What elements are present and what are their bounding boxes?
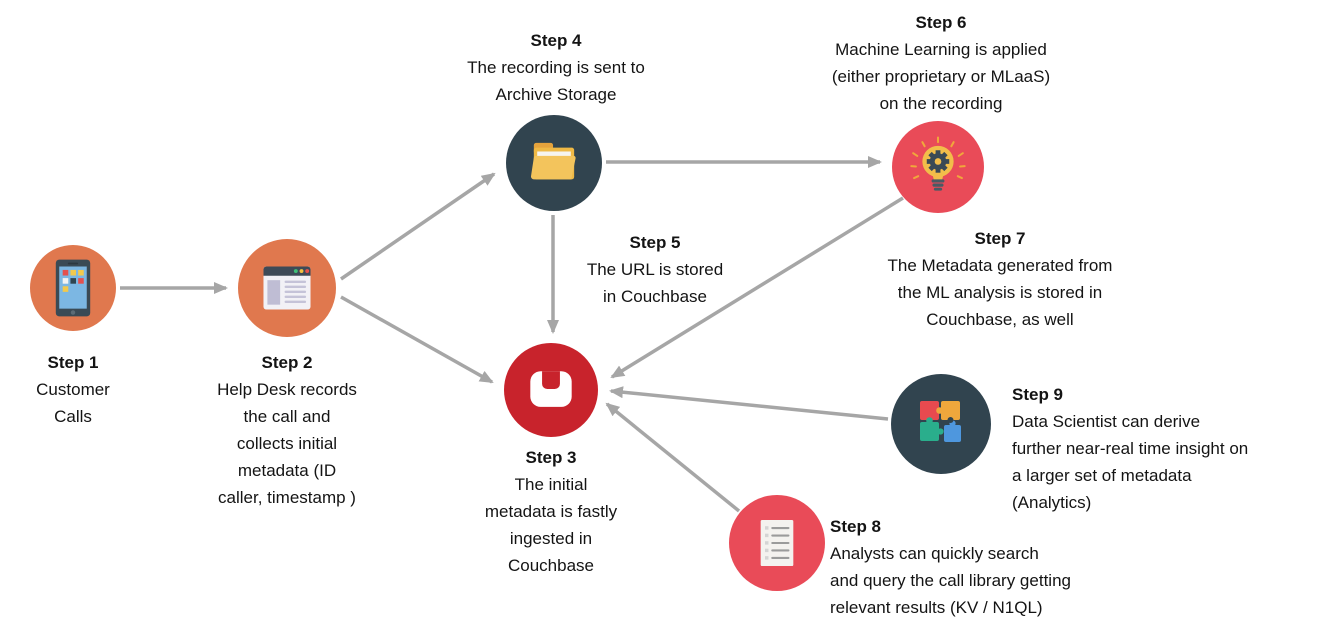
step-8-node: [729, 495, 825, 591]
smartphone-icon: [30, 245, 116, 331]
step-1-label: Step 1 Customer Calls: [3, 349, 143, 430]
step-7-line: The Metadata generated from: [887, 256, 1113, 275]
folder-icon: [506, 115, 602, 211]
step-5-title: Step 5: [629, 233, 681, 252]
step-1-node: [30, 245, 116, 331]
arrow-step6-to-step3: [610, 196, 904, 379]
step-4-label: Step 4 The recording is sent to Archive …: [426, 27, 686, 108]
puzzle-pieces-icon: [891, 374, 991, 474]
step-6-node: [892, 121, 984, 213]
step-9-title: Step 9: [1012, 385, 1064, 404]
step-9-line: (Analytics): [1012, 493, 1092, 512]
step-5-line: The URL is stored: [586, 260, 724, 279]
arrow-step8-to-step3: [605, 402, 741, 513]
couchbase-logo-icon: [504, 343, 598, 437]
step-3-line: ingested in: [509, 529, 593, 548]
step-7-line: the ML analysis is stored in: [897, 283, 1103, 302]
step-7-label: Step 7 The Metadata generated from the M…: [850, 225, 1150, 333]
step-8-line: and query the call library getting: [830, 571, 1071, 590]
step-6-line: Machine Learning is applied: [835, 40, 1047, 59]
step-7-title: Step 7: [974, 229, 1026, 248]
step-5-label: Step 5 The URL is stored in Couchbase: [555, 229, 755, 310]
step-8-label: Step 8 Analysts can quickly search and q…: [830, 513, 1160, 621]
step-2-label: Step 2 Help Desk records the call and co…: [187, 349, 387, 511]
step-9-node: [891, 374, 991, 474]
step-6-label: Step 6 Machine Learning is applied (eith…: [791, 9, 1091, 117]
arrow-step2-to-step4: [340, 172, 496, 281]
step-9-line: further near-real time insight on: [1012, 439, 1249, 458]
step-2-line: caller, timestamp ): [218, 488, 356, 507]
step-4-line: The recording is sent to: [467, 58, 645, 77]
step-8-title: Step 8: [830, 517, 882, 536]
step-4-node: [506, 115, 602, 211]
step-3-label: Step 3 The initial metadata is fastly in…: [451, 444, 651, 579]
lightbulb-gear-icon: [892, 121, 984, 213]
arrow-step9-to-step3: [609, 386, 889, 421]
step-3-node: [504, 343, 598, 437]
step-2-line: metadata (ID: [237, 461, 337, 480]
browser-window-icon: [238, 239, 336, 337]
step-2-line: Help Desk records: [217, 380, 357, 399]
step-1-line: Customer: [36, 380, 110, 399]
step-8-line: relevant results (KV / N1QL): [830, 598, 1043, 617]
step-3-line: metadata is fastly: [484, 502, 618, 521]
step-8-line: Analysts can quickly search: [830, 544, 1039, 563]
step-4-line: Archive Storage: [495, 85, 617, 104]
step-4-title: Step 4: [530, 31, 582, 50]
step-6-line: on the recording: [879, 94, 1003, 113]
step-2-node: [238, 239, 336, 337]
step-9-line: a larger set of metadata: [1012, 466, 1192, 485]
checklist-document-icon: [729, 495, 825, 591]
step-2-title: Step 2: [261, 353, 313, 372]
step-7-line: Couchbase, as well: [926, 310, 1074, 329]
step-5-line: in Couchbase: [603, 287, 707, 306]
step-9-line: Data Scientist can derive: [1012, 412, 1201, 431]
step-3-title: Step 3: [525, 448, 577, 467]
step-6-line: (either proprietary or MLaaS): [831, 67, 1051, 86]
step-3-line: The initial: [514, 475, 588, 494]
step-2-line: the call and: [243, 407, 331, 426]
step-3-line: Couchbase: [507, 556, 594, 575]
arrow-step2-to-step3: [340, 295, 494, 384]
step-6-title: Step 6: [915, 13, 967, 32]
step-9-label: Step 9 Data Scientist can derive further…: [1012, 381, 1312, 516]
step-1-title: Step 1: [47, 353, 99, 372]
step-1-line: Calls: [54, 407, 92, 426]
step-2-line: collects initial: [236, 434, 338, 453]
